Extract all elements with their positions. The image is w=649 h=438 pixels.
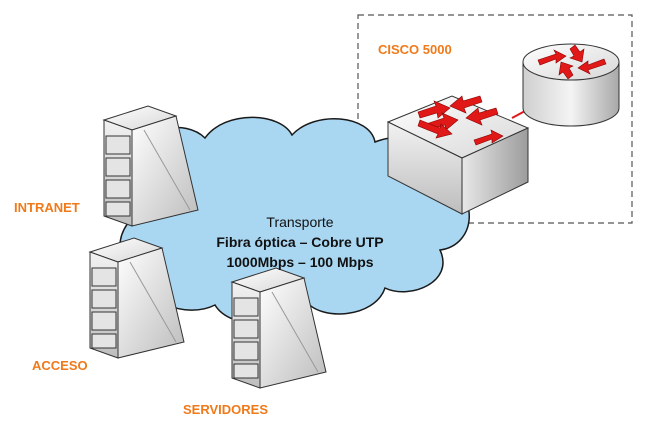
cloud-line-1: Fibra óptica – Cobre UTP (216, 234, 384, 250)
cloud-line-2: 1000Mbps – 100 Mbps (226, 254, 374, 270)
server-label-intranet: INTRANET (14, 200, 80, 215)
server-label-servidores: SERVIDORES (183, 402, 269, 417)
transport-cloud (116, 116, 470, 324)
server-label-acceso: ACCESO (32, 358, 88, 373)
router-icon (522, 43, 620, 127)
cisco-group-box (357, 14, 633, 224)
server-intranet-icon (103, 105, 199, 227)
layer3-switch-icon (386, 95, 530, 215)
cloud-title: Transporte (266, 214, 334, 230)
cisco-label: CISCO 5000 (378, 42, 452, 57)
